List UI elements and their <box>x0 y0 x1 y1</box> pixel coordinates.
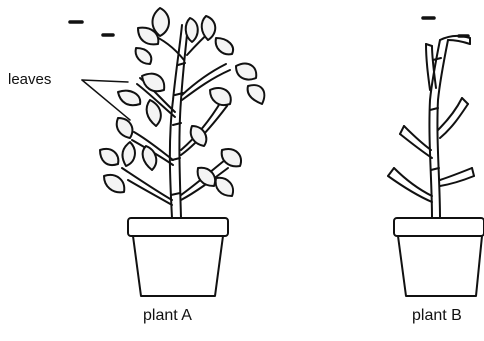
leaf <box>118 91 140 106</box>
leaves-label: leaves <box>8 72 51 87</box>
plant-a-leaves <box>100 8 264 196</box>
plant-b-pot <box>394 218 484 296</box>
leaf <box>236 64 256 80</box>
leaf <box>147 100 161 126</box>
leaf <box>222 149 241 166</box>
leaf <box>104 175 124 192</box>
leaf <box>186 18 198 42</box>
leaf <box>100 149 118 165</box>
leaf <box>248 85 265 104</box>
plant-a-pot <box>128 218 228 296</box>
plant-b <box>388 36 484 296</box>
plant-a <box>100 8 264 296</box>
leaf <box>117 118 133 138</box>
leaf <box>216 178 233 196</box>
leaf <box>191 126 207 146</box>
plant-b-label: plant B <box>412 308 462 324</box>
plant-a-label: plant A <box>143 308 192 324</box>
dash-marks <box>70 18 468 36</box>
leaf <box>142 74 164 92</box>
leaf <box>136 48 152 64</box>
leaf <box>210 88 231 105</box>
leaf <box>143 146 157 170</box>
leaf <box>216 38 233 54</box>
plant-b-stem <box>388 36 474 218</box>
leaf <box>123 142 135 166</box>
